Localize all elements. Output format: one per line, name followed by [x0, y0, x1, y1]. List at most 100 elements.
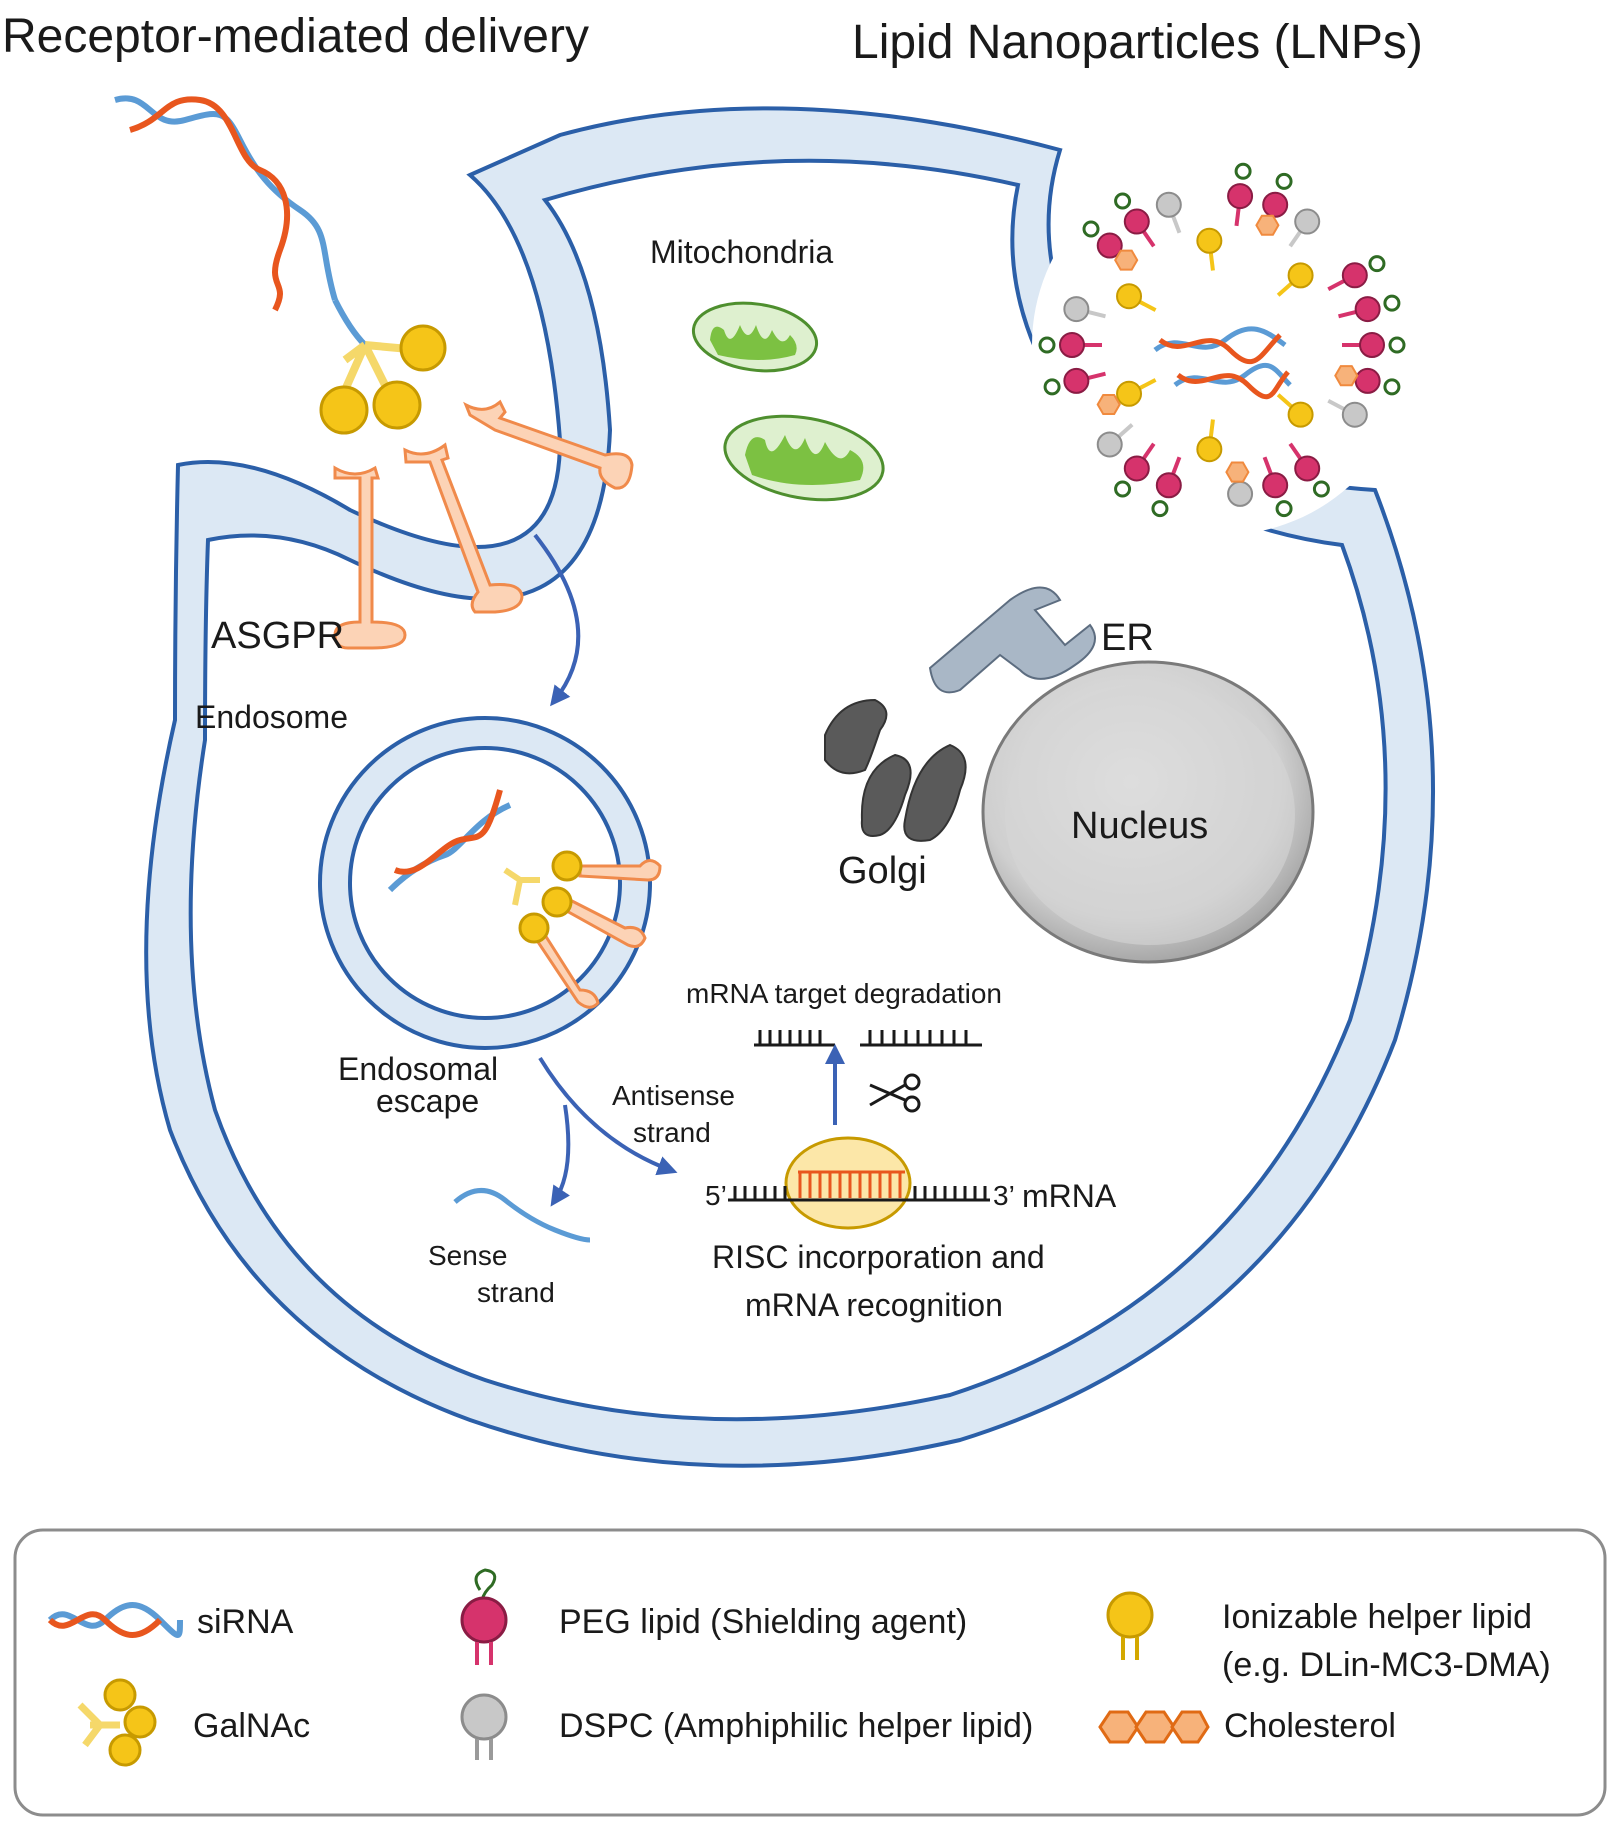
peg-chain: [1151, 500, 1169, 518]
label-er: ER: [1101, 617, 1154, 659]
peg-chain: [1312, 480, 1330, 498]
legend-peg-label: PEG lipid (Shielding agent): [559, 1603, 967, 1641]
ionizable-lipid: [1116, 380, 1143, 407]
peg-chain: [1275, 500, 1293, 518]
lnp-lipid-shell: [1038, 162, 1406, 518]
legend-ionizable-label-1: Ionizable helper lipid: [1222, 1598, 1532, 1636]
asgpr-receptors: [333, 399, 634, 650]
legend: siRNA GalNAc PEG lipid (Shielding agent)…: [13, 1528, 1607, 1817]
title-lipid-nanoparticles: Lipid Nanoparticles (LNPs): [852, 16, 1423, 69]
sense-arrow: [550, 1104, 571, 1207]
peg-lipid: [1359, 332, 1385, 358]
lipid-nanoparticle: [1032, 155, 1412, 535]
label-3-prime: 3’: [993, 1180, 1015, 1211]
peg-lipid: [1341, 262, 1368, 289]
label-golgi: Golgi: [838, 850, 927, 892]
label-endosome: Endosome: [195, 699, 348, 735]
label-mrna-degradation: mRNA target degradation: [686, 978, 1002, 1009]
peg-lipid: [1059, 332, 1085, 358]
ionizable-lipid: [1196, 436, 1223, 463]
label-endosomal-escape-2: escape: [376, 1083, 479, 1119]
mitochondria: [691, 301, 885, 502]
dspc-lipid: [1294, 208, 1321, 235]
sirna-galnac-conjugate: [114, 95, 447, 435]
antisense-arrow: [538, 1056, 678, 1176]
peg-chain: [1383, 378, 1401, 396]
legend-ionizable-label-2: (e.g. DLin-MC3-DMA): [1222, 1646, 1551, 1684]
scissors-icon: [869, 1073, 921, 1113]
label-risc-2: mRNA recognition: [745, 1287, 1003, 1323]
peg-chain: [1082, 220, 1100, 238]
dspc-lipid: [1341, 401, 1368, 428]
peg-lipid: [1096, 232, 1123, 259]
legend-sirna-icon: [47, 1602, 183, 1638]
peg-lipid: [1354, 367, 1381, 394]
label-nucleus: Nucleus: [1071, 805, 1208, 847]
dspc-lipid: [1155, 191, 1182, 218]
legend-galnac-icon: [77, 1678, 157, 1767]
legend-dspc-icon: [460, 1693, 508, 1760]
ionizable-lipid: [1196, 227, 1223, 254]
degraded-mrna-fragments: [754, 1030, 982, 1047]
label-antisense-2: strand: [633, 1117, 711, 1148]
ionizable-lipid: [1287, 401, 1314, 428]
peg-chain: [1368, 255, 1386, 273]
label-antisense-1: Antisense: [612, 1080, 735, 1111]
peg-chain: [1114, 192, 1132, 210]
peg-lipid: [1155, 472, 1182, 499]
label-sense-2: strand: [477, 1277, 555, 1308]
peg-chain: [1275, 172, 1293, 190]
cholesterol: [1225, 461, 1250, 483]
peg-chain: [1043, 378, 1061, 396]
cholesterol: [1334, 365, 1359, 387]
peg-chain: [1383, 294, 1401, 312]
dspc-lipid: [1063, 296, 1090, 323]
nucleus: Nucleus: [981, 660, 1315, 964]
endocytosis-arrow: [533, 533, 581, 707]
legend-dspc-label: DSPC (Amphiphilic helper lipid): [559, 1707, 1033, 1745]
risc-complex: [728, 1136, 990, 1230]
endosome: [318, 716, 662, 1050]
lnp-sirna-cargo: [1153, 326, 1292, 400]
peg-chain: [1234, 162, 1252, 180]
peg-lipid: [1123, 208, 1150, 235]
mitochondrion-1: [691, 301, 819, 373]
peg-lipid: [1262, 472, 1289, 499]
peg-chain: [1038, 336, 1056, 354]
label-mitochondria: Mitochondria: [650, 234, 833, 270]
title-receptor-mediated-delivery: Receptor-mediated delivery: [2, 10, 589, 63]
golgi-apparatus: [824, 698, 967, 842]
peg-lipid: [1262, 191, 1289, 218]
legend-sirna-label: siRNA: [197, 1603, 294, 1641]
peg-lipid: [1294, 455, 1321, 482]
legend-galnac-label: GalNAc: [193, 1707, 310, 1745]
ionizable-lipid: [1287, 262, 1314, 289]
dspc-lipid: [1096, 431, 1123, 458]
er-organelle: [928, 586, 1096, 694]
peg-chain: [1388, 336, 1406, 354]
legend-cholesterol-icon: [1098, 1710, 1210, 1744]
label-mrna: mRNA: [1022, 1178, 1117, 1214]
cholesterol: [1096, 394, 1121, 415]
label-endosomal-escape-1: Endosomal: [338, 1051, 498, 1087]
dspc-lipid: [1227, 480, 1254, 507]
label-risc-1: RISC incorporation and: [712, 1239, 1045, 1275]
sense-strand: [453, 1188, 591, 1243]
mitochondrion-2: [723, 414, 885, 502]
ionizable-lipid: [1116, 283, 1143, 310]
peg-lipid: [1063, 367, 1090, 394]
label-asgpr: ASGPR: [211, 615, 344, 657]
legend-ionizable-lipid-icon: [1106, 1591, 1154, 1660]
peg-lipid: [1227, 183, 1254, 210]
peg-lipid: [1123, 455, 1150, 482]
peg-lipid: [1354, 296, 1381, 323]
cholesterol: [1255, 214, 1280, 236]
cholesterol: [1114, 249, 1139, 271]
label-sense-1: Sense: [428, 1240, 507, 1271]
label-5-prime: 5’: [705, 1180, 727, 1211]
legend-cholesterol-label: Cholesterol: [1224, 1707, 1396, 1745]
legend-peg-lipid-icon: [460, 1568, 508, 1665]
peg-chain: [1114, 480, 1132, 498]
